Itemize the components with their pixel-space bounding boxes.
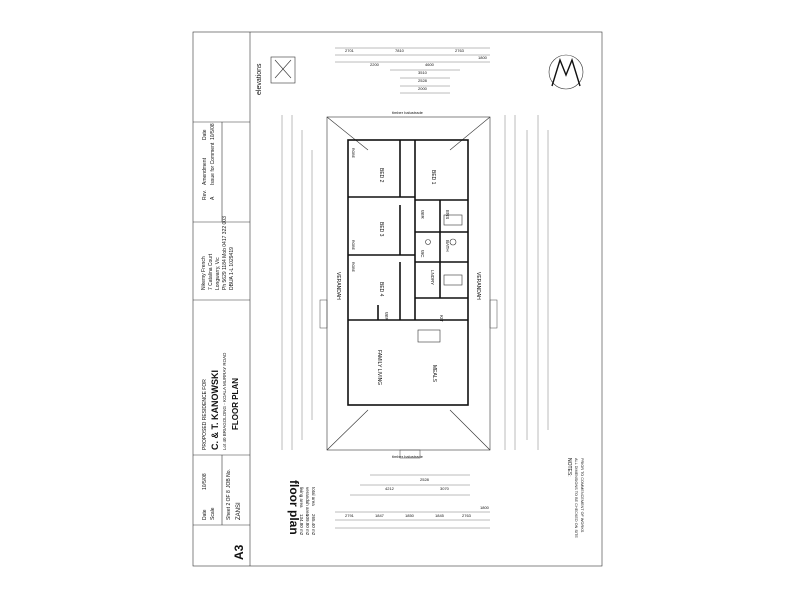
site-address: Lot 40 BRIAGOLONG - KOALA MURRAY ROAD (222, 352, 227, 450)
room-bed3: BED 3 (378, 222, 384, 237)
dim-bottom-5: 2763 (462, 513, 472, 518)
area-value-verandah: 109.80 m2 (305, 514, 310, 536)
robe-2: ROBE (351, 240, 355, 251)
balustrade-top: timber balustrade (392, 110, 424, 115)
dim-bottom-7: 4212 (385, 486, 395, 491)
right-dimension-lines (504, 115, 549, 450)
verandah-steps (319, 299, 498, 459)
dim-top-8: 2528 (418, 78, 428, 83)
sheet-border (192, 31, 603, 567)
dim-top-1: 2701 (345, 48, 355, 53)
sheet-number: Sheet 2 OF 8 (226, 490, 232, 520)
drawing-title: FLOOR PLAN (231, 378, 240, 430)
room-wc: WC (420, 250, 425, 258)
dim-top-7: 3510 (418, 70, 428, 75)
dim-bottom-9: 3070 (440, 486, 450, 491)
rev-col-rev: Rev. (202, 190, 208, 200)
house-walls (347, 139, 469, 406)
rev-desc: Issue for Comment (210, 142, 216, 185)
dim-bottom-4: 1845 (435, 513, 445, 518)
room-bed2: BED 2 (378, 168, 384, 183)
dim-top-9: 2000 (418, 86, 428, 91)
robe-3: ROBE (351, 262, 355, 273)
dim-bottom-2: 1847 (375, 513, 385, 518)
dim-top-2: 7810 (395, 48, 405, 53)
dim-top-4: 1800 (478, 55, 488, 60)
a3-stamp: A3 (232, 544, 246, 560)
bottom-dimension-lines: 2791 1847 1850 1845 2763 1800 4212 2528 … (335, 474, 490, 529)
dim-bottom-8: 2528 (420, 477, 430, 482)
verandah-left: VERANDAH (335, 272, 341, 300)
dim-top-5: 2200 (370, 62, 380, 67)
area-schedule: floor plan living area 134.80 m2 veranda… (287, 480, 316, 536)
rev-col-amend: Amendment (202, 157, 208, 185)
room-meals: MEALS (431, 365, 437, 383)
balustrade-bottom: timber balustrade (392, 454, 424, 459)
room-bed4: BED 4 (378, 282, 384, 297)
room-lndry: LNDRY (430, 270, 435, 285)
floor-plan-heading: floor plan (287, 480, 301, 535)
room-labels: BED 1 BED 2 BED 3 BED 4 WIR WIR ENS BATH… (335, 148, 481, 385)
room-bed1: BED 1 (430, 170, 436, 185)
designer-line-3: Longwarry, Vic (215, 257, 221, 290)
notes-line-1: ALL DIMENSIONS TO BE CHECKED ON SITE (574, 458, 578, 538)
area-value-total: 265.40 m2 (311, 514, 316, 536)
room-wir-1: WIR (420, 210, 425, 219)
area-label-total: total area (311, 487, 316, 506)
dim-bottom-3: 1850 (405, 513, 415, 518)
room-ens: ENS (445, 210, 450, 219)
room-bath: BATH (445, 240, 450, 252)
notes-block: NOTES: ALL DIMENSIONS TO BE CHECKED ON S… (566, 458, 584, 538)
compass-box (270, 56, 296, 84)
elevations-heading: elevations (256, 63, 263, 95)
roof-outline: timber balustrade timber balustrade (326, 110, 491, 459)
client-name: C. & T. KANOWSKI (210, 370, 220, 450)
compass-cross-icon (274, 59, 292, 79)
verandah-right: VERANDAH (475, 272, 481, 300)
zansi-label: ZANSI (236, 502, 242, 520)
room-family-living: FAMILY LIVING (376, 350, 382, 385)
area-value-living: 134.80 m2 (299, 514, 304, 536)
dim-top-3: 2763 (455, 48, 465, 53)
left-dimension-lines (281, 115, 313, 450)
dim-bottom-1: 2791 (345, 513, 355, 518)
kitchen-island (417, 329, 441, 343)
scale-label: Scale (210, 507, 216, 520)
room-kit: KIT (439, 315, 444, 322)
dim-bottom-6: 1800 (480, 505, 490, 510)
notes-line-2: PRIOR TO COMMENCEMENT OF WORKS (580, 458, 584, 533)
rev-date: 10/5/08 (210, 123, 216, 140)
designer-line-1: Nikemy French (201, 256, 207, 290)
rev-col-date: Date (202, 129, 208, 140)
notes-heading: NOTES: (566, 458, 572, 477)
designer-line-5: DBUA 1-L 1029419 (229, 247, 235, 290)
job-label: JOB No. (226, 469, 232, 488)
date-label: Date (202, 509, 208, 520)
dim-top-6: 4600 (425, 62, 435, 67)
rev-letter: A (210, 196, 216, 200)
area-label-living: living area (299, 487, 304, 508)
proposed-label: PROPOSED RESIDENCE FOR (202, 379, 208, 450)
bathroom-fixtures (425, 214, 463, 286)
title-block: Rev. Amendment Date A Issue for Comment … (193, 32, 296, 566)
designer-line-4: Ph 5629 1184 Mob 0417 322 003 (222, 216, 228, 290)
date-value: 10/5/08 (202, 473, 208, 490)
north-arrow-icon (548, 54, 584, 90)
area-label-verandah: verandah area (305, 487, 310, 517)
room-wir-2: WIR (384, 312, 389, 321)
top-dimension-lines: 2701 7810 2763 1800 2200 4600 3510 2528 … (335, 47, 490, 94)
robe-1: ROBE (351, 148, 355, 159)
designer-line-2: 7 Catalina Court (208, 253, 214, 290)
